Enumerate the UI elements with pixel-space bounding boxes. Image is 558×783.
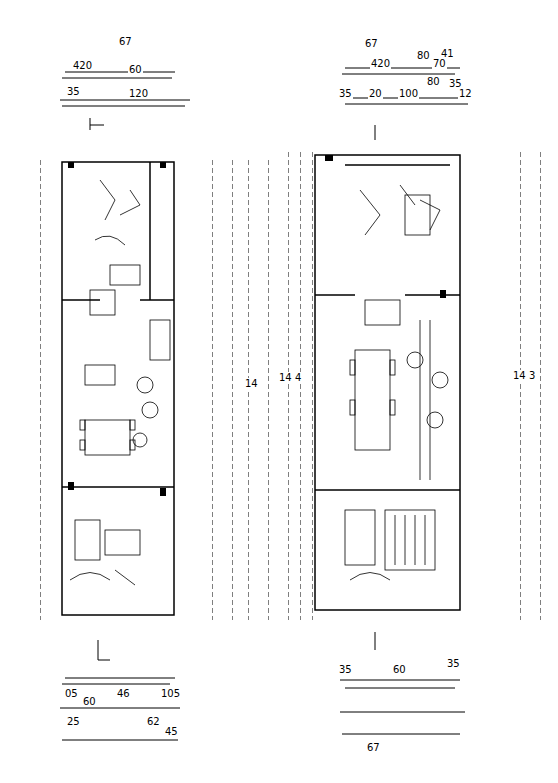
dimension-label: 60: [128, 64, 143, 75]
dimension-label: 420: [72, 60, 93, 71]
dimension-label: 35: [338, 88, 353, 99]
dimension-label: 62: [146, 716, 161, 727]
dimension-label: 100: [398, 88, 419, 99]
dimension-label: 05: [64, 688, 79, 699]
dimension-label: 60: [392, 664, 407, 675]
dimension-label: 45: [164, 726, 179, 737]
dimension-label: 12: [458, 88, 473, 99]
dimension-label: 67: [366, 742, 381, 753]
dimension-label: 20: [368, 88, 383, 99]
dimension-label: 14 4: [278, 372, 302, 383]
dimension-label: 25: [66, 716, 81, 727]
dimension-label: 35: [338, 664, 353, 675]
dimension-label: 420: [370, 58, 391, 69]
dimension-label: 35: [446, 658, 461, 669]
dimension-label: 105: [160, 688, 181, 699]
dimension-label: 46: [116, 688, 131, 699]
dimension-label: 60: [82, 696, 97, 707]
dimension-label: 70: [432, 58, 447, 69]
dimension-label: 80: [426, 76, 441, 87]
dimension-label: 67: [364, 38, 379, 49]
dimension-label: 67: [118, 36, 133, 47]
dimension-label: 80: [416, 50, 431, 61]
dimension-label: 14 3: [512, 370, 536, 381]
dimension-label: 14: [244, 378, 259, 389]
dimension-label: 35: [66, 86, 81, 97]
dimension-label: 120: [128, 88, 149, 99]
